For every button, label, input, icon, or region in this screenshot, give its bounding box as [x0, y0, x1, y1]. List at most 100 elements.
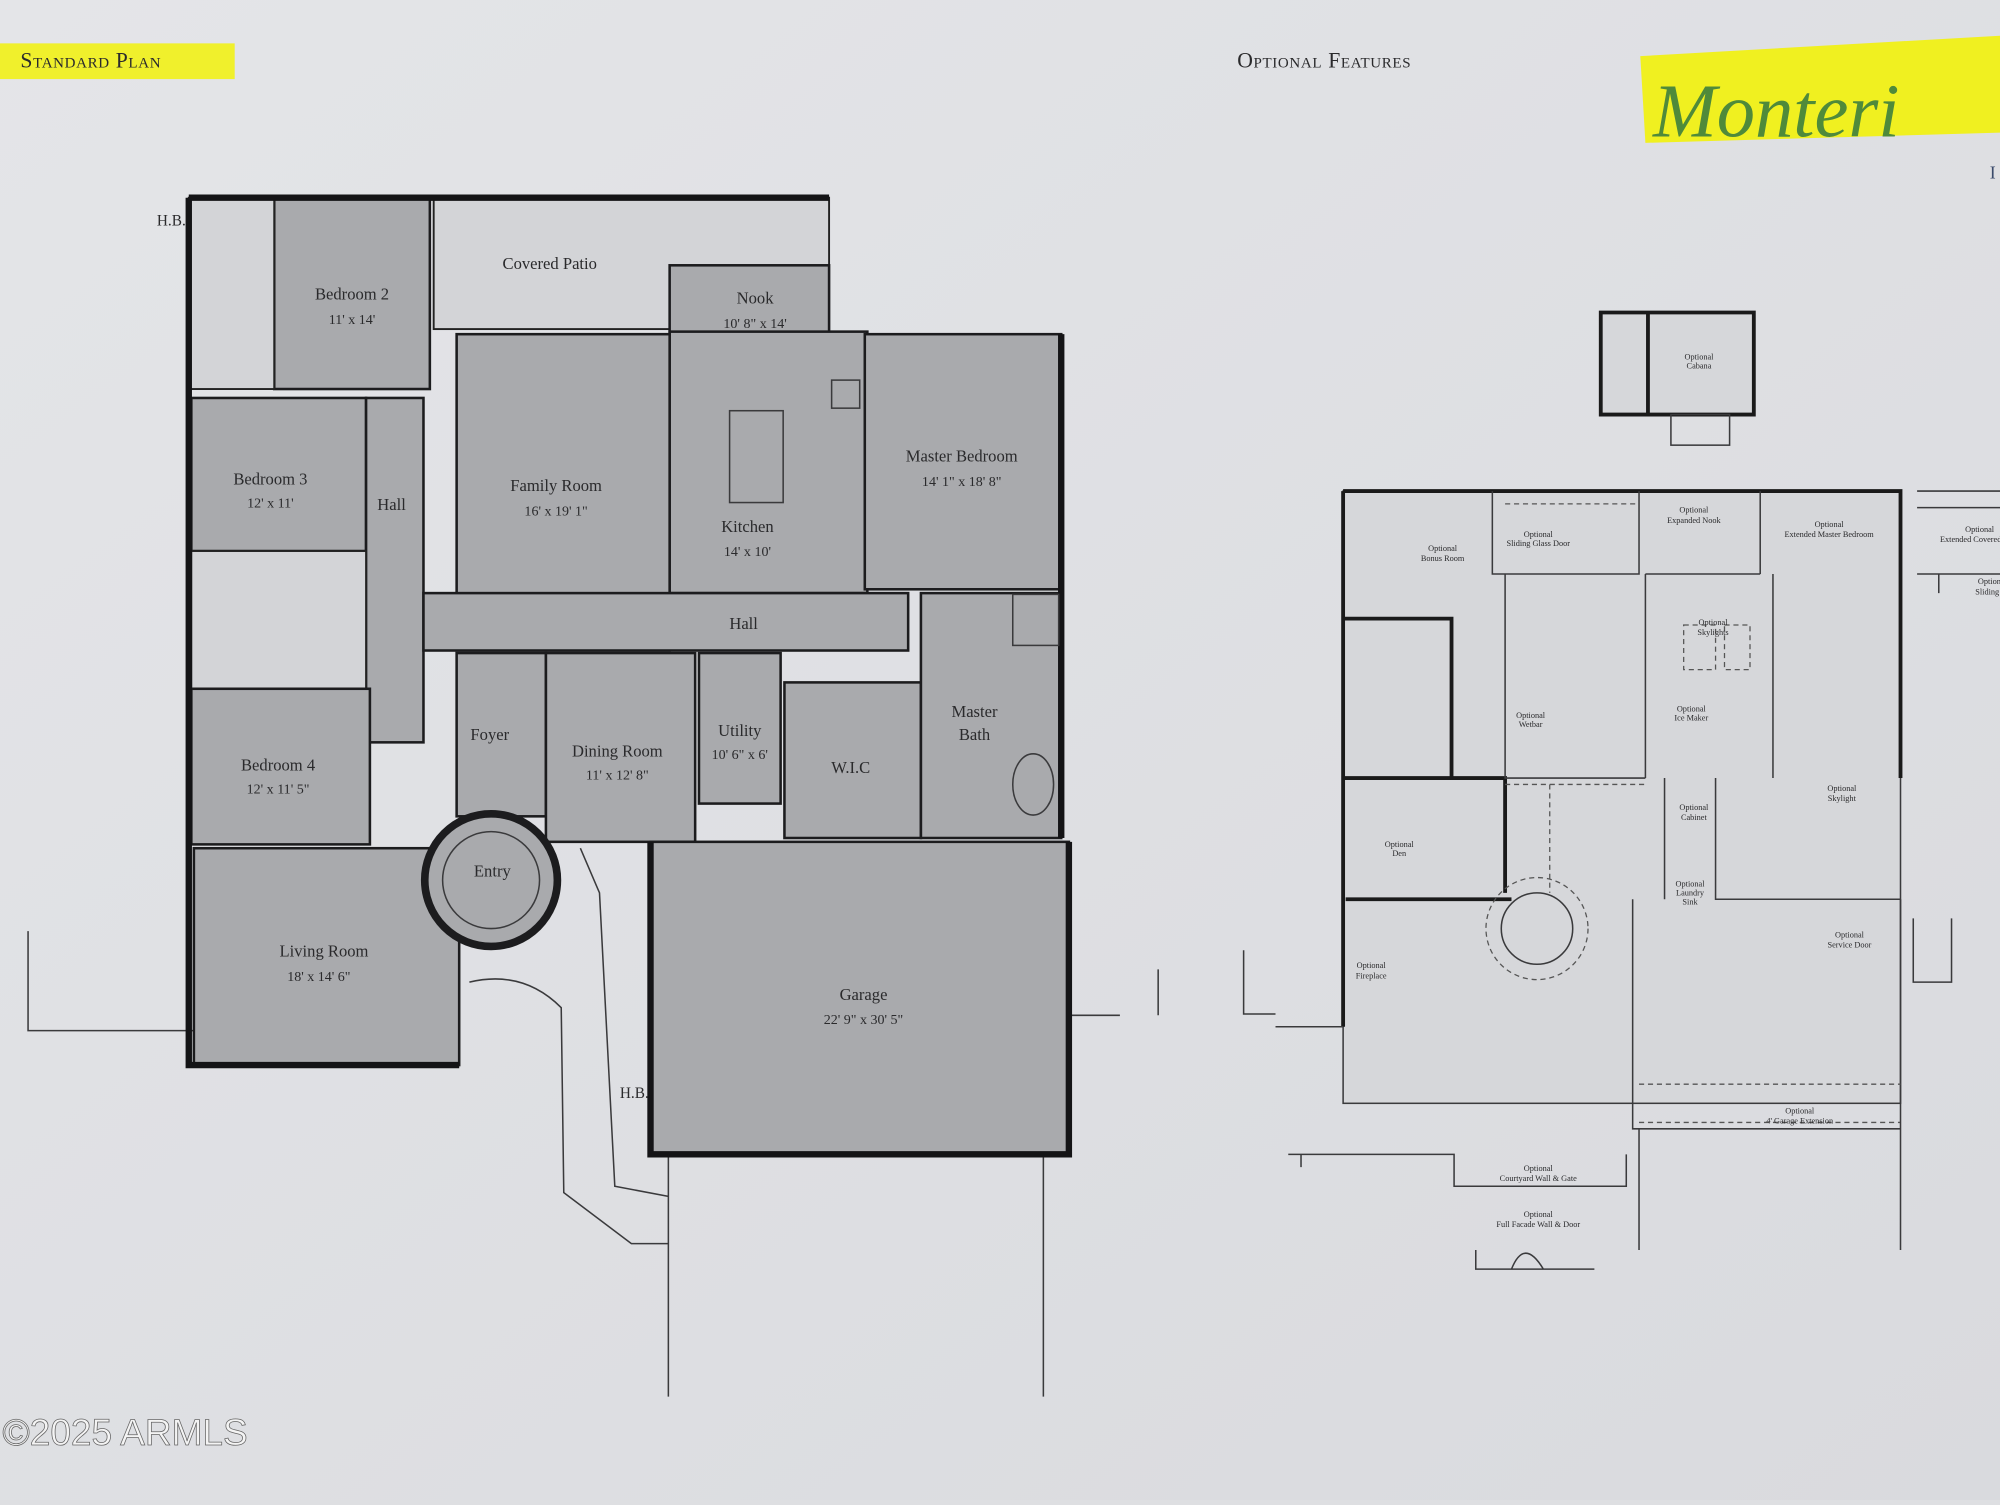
label-bonus-room-1: Optional	[1428, 544, 1458, 553]
label-den-2: Den	[1392, 849, 1407, 858]
label-courtyard-wall-2: Courtyard Wall & Gate	[1500, 1174, 1577, 1183]
label-hall-center: Hall	[729, 614, 758, 633]
room-dining	[544, 651, 697, 844]
label-bonus-room-2: Bonus Room	[1421, 554, 1465, 563]
optional-features-title: Optional Features	[1237, 49, 1411, 73]
label-bedroom-2: Bedroom 2	[315, 285, 389, 304]
label-bedroom-3: Bedroom 3	[233, 470, 307, 489]
room-garage	[649, 840, 1071, 1156]
label-laundry-sink-1: Optional	[1676, 879, 1706, 888]
label-entry: Entry	[474, 861, 512, 880]
label-den-1: Optional	[1385, 840, 1415, 849]
standard-plan: H.B. H.B. Bedroom 2 11' x 14' Covered Pa…	[27, 194, 1159, 1397]
label-skylights-1: Optional	[1699, 618, 1729, 627]
label-dining-room: Dining Room	[572, 741, 663, 760]
label-courtyard-wall-1: Optional	[1524, 1164, 1554, 1173]
label-expanded-nook-1: Optional	[1679, 506, 1709, 515]
label-hall-left: Hall	[377, 495, 406, 514]
label-wetbar-1: Optional	[1516, 711, 1546, 720]
label-living-room: Living Room	[280, 942, 369, 961]
label-sliding-door-1: Optional	[1524, 530, 1554, 539]
hose-bib-label: H.B.	[620, 1085, 649, 1102]
label-master-bath: Master	[951, 702, 998, 721]
room-bedroom-4	[190, 687, 372, 846]
optional-cabana	[1600, 311, 1755, 416]
label-extended-master-2: Extended Master Bedroom	[1784, 530, 1874, 539]
dims-family-room: 16' x 19' 1"	[524, 503, 587, 519]
label-fireplace-2: Fireplace	[1356, 971, 1387, 980]
dims-utility: 10' 6" x 6'	[712, 747, 768, 763]
standard-plan-header: Standard Plan	[0, 43, 235, 80]
standard-plan-title: Standard Plan	[20, 49, 161, 73]
label-wetbar-2: Wetbar	[1519, 720, 1543, 729]
optional-house-outline	[1342, 490, 1902, 1105]
dims-master-bedroom: 14' 1" x 18' 8"	[922, 474, 1002, 490]
label-facade-wall-1: Optional	[1524, 1210, 1554, 1219]
room-utility	[697, 651, 782, 805]
room-living	[192, 846, 461, 1067]
label-service-door-2: Service Door	[1828, 941, 1872, 950]
dims-bedroom-3: 12' x 11'	[247, 496, 294, 512]
room-nook	[668, 264, 831, 337]
label-sliding-1: Optional	[1978, 577, 2000, 586]
label-cabana-2: Cabana	[1687, 362, 1712, 371]
label-cabinet-2: Cabinet	[1681, 813, 1707, 822]
optional-entry-circle	[1485, 876, 1589, 981]
shower-icon	[1011, 593, 1060, 647]
room-bedroom-2	[272, 196, 432, 391]
label-ice-maker-2: Ice Maker	[1674, 714, 1708, 723]
label-extended-master-1: Optional	[1815, 520, 1845, 529]
label-garage-extension-2: 4' Garage Extension	[1766, 1117, 1834, 1126]
label-master-bath-2: Bath	[959, 725, 991, 744]
optional-features-plan: Optional Cabana Optional Bonus Room Opti…	[1242, 310, 2000, 1270]
label-garage-extension-1: Optional	[1785, 1107, 1815, 1116]
label-skylight-2: Skylight	[1828, 794, 1857, 803]
label-bedroom-4: Bedroom 4	[241, 755, 316, 774]
bath-2	[190, 550, 368, 690]
label-covered-patio: Covered Patio	[503, 254, 597, 273]
kitchen-island	[728, 409, 784, 504]
label-cabana-1: Optional	[1684, 353, 1714, 362]
label-master-bedroom: Master Bedroom	[906, 447, 1018, 466]
label-facade-wall-2: Full Facade Wall & Door	[1496, 1220, 1580, 1229]
range-icon	[830, 379, 861, 409]
label-family-room: Family Room	[510, 476, 602, 495]
room-bedroom-3	[190, 396, 368, 553]
dims-kitchen: 14' x 10'	[724, 544, 771, 560]
label-utility: Utility	[718, 721, 762, 740]
label-service-door-1: Optional	[1835, 930, 1865, 939]
room-master-bedroom	[863, 332, 1063, 591]
label-fireplace-1: Optional	[1357, 961, 1387, 970]
hose-bib-label: H.B.	[157, 213, 186, 230]
label-garage: Garage	[840, 985, 888, 1004]
label-sliding-2: Sliding	[1975, 587, 1999, 596]
label-expanded-nook-2: Expanded Nook	[1667, 516, 1721, 525]
label-extended-covered-1: Optional	[1965, 525, 1995, 534]
watermark: ©2025 ARMLS	[3, 1412, 248, 1453]
dims-nook: 10' 8" x 14'	[723, 316, 786, 332]
room-hall-left	[364, 396, 425, 744]
label-wic: W.I.C	[831, 758, 870, 777]
label-skylight-1: Optional	[1827, 784, 1857, 793]
label-skylights-2: Skylights	[1697, 628, 1728, 637]
label-extended-covered-2: Extended Covered	[1940, 535, 2000, 544]
svg-text:I: I	[1990, 163, 1996, 183]
dims-dining-room: 11' x 12' 8"	[586, 767, 649, 783]
dims-living-room: 18' x 14' 6"	[287, 969, 350, 985]
monterey-logo: Monteri I	[1640, 35, 2000, 183]
room-hall-center	[422, 591, 910, 652]
svg-text:Monteri: Monteri	[1652, 68, 1900, 153]
label-cabinet-1: Optional	[1679, 803, 1709, 812]
label-nook: Nook	[737, 289, 775, 308]
label-laundry-sink-2: Laundry	[1676, 888, 1705, 897]
dims-garage: 22' 9" x 30' 5"	[824, 1012, 904, 1028]
label-sliding-door-2: Sliding Glass Door	[1507, 539, 1571, 548]
room-entry	[420, 809, 562, 951]
bath-1	[187, 196, 276, 390]
dims-bedroom-4: 12' x 11' 5"	[247, 781, 310, 797]
label-foyer: Foyer	[470, 725, 509, 744]
highlight-mark	[0, 43, 235, 80]
dims-bedroom-2: 11' x 14'	[329, 312, 376, 328]
